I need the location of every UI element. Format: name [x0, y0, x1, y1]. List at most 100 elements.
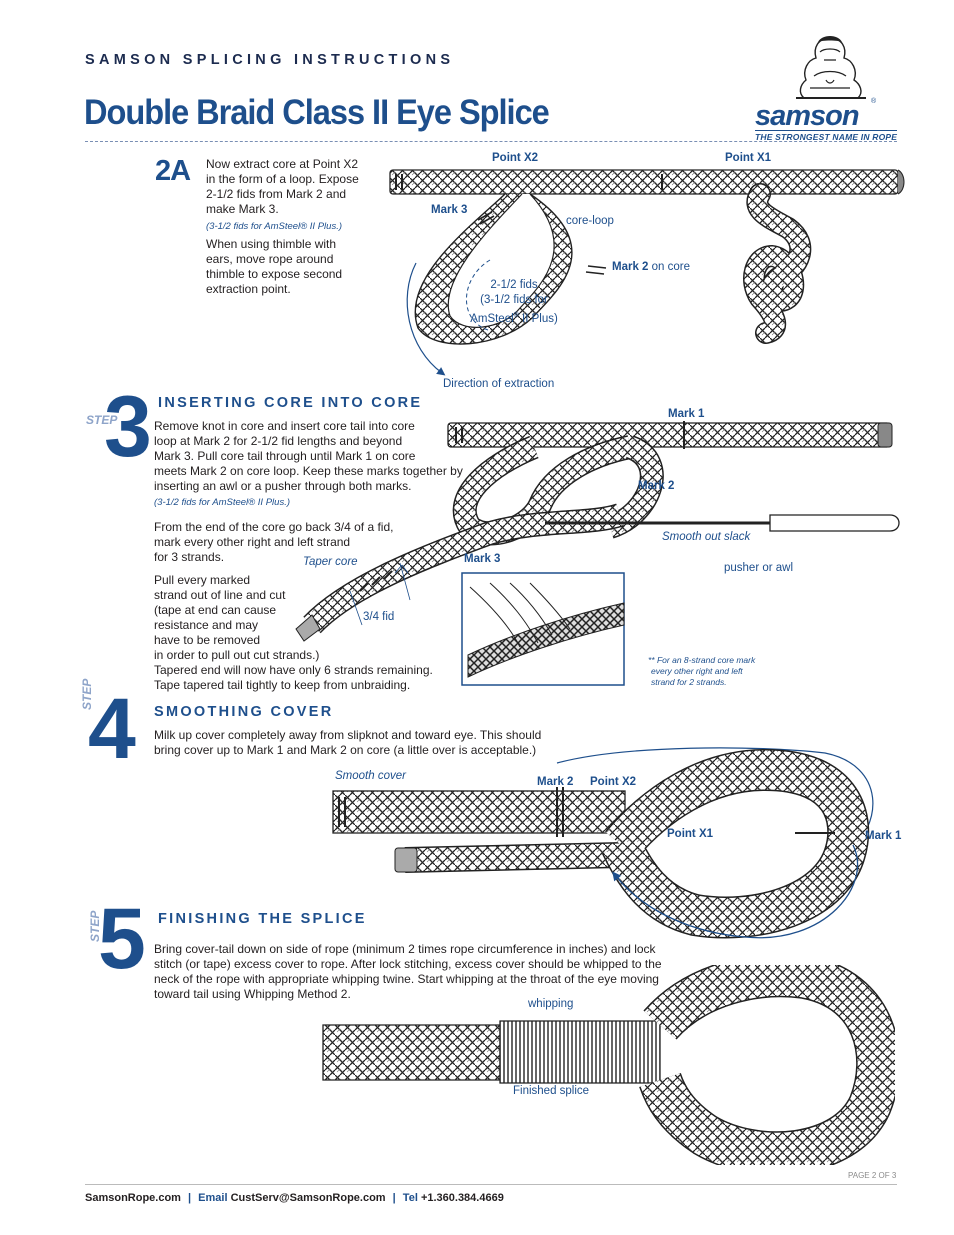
step-3-number: 3	[104, 379, 152, 475]
label-mark-1: Mark 1	[668, 408, 705, 420]
step-3-text: Remove knot in core and insert core tail…	[154, 419, 484, 693]
fid-length-line: 2-1/2 fids	[490, 279, 538, 291]
label-taper-core: Taper core	[303, 556, 358, 568]
label-finished-splice: Finished splice	[513, 1085, 590, 1097]
step-5-number: 5	[98, 891, 146, 987]
label-whipping: whipping	[528, 998, 574, 1010]
amsteel-text: AmSteel	[470, 312, 514, 325]
step-3-line: (tape at end can cause	[154, 603, 277, 617]
step-4-heading: SMOOTHING COVER	[154, 704, 334, 720]
footer-separator: |	[392, 1192, 396, 1204]
label-mark-1: Mark 1	[865, 830, 902, 842]
footnote-line: every other right and left	[651, 666, 743, 676]
step-3-line: strand out of line and cut	[154, 588, 286, 602]
step-3-line: Remove knot in core and insert core tail…	[154, 419, 415, 433]
label-point-x2: Point X2	[492, 152, 539, 164]
footer-divider	[85, 1184, 897, 1185]
logo-rule	[755, 130, 897, 131]
step-3-line: mark every other right and left strand	[154, 535, 351, 549]
label-point-x1: Point X1	[725, 152, 772, 164]
registered-mark: ®	[513, 312, 519, 319]
step-3-line: meets Mark 2 on core loop. Keep these ma…	[154, 464, 463, 478]
step-3-line: have to be removed	[154, 633, 261, 647]
step-3-line: Tapered end will now have only 6 strands…	[154, 663, 433, 677]
website-link[interactable]: SamsonRope.com	[85, 1192, 181, 1204]
document-kicker: SAMSON SPLICING INSTRUCTIONS	[85, 52, 455, 68]
step-2a-line: thimble to expose second	[206, 267, 343, 281]
step-2a-line: extraction point.	[206, 282, 291, 296]
step-3-note: (3-1/2 fids for AmSteel® II Plus.)	[154, 497, 290, 508]
step-5-line: stitch (or tape) excess cover to rope. A…	[154, 957, 662, 971]
label-point-x2: Point X2	[590, 776, 637, 788]
step-3-paragraph-2: From the end of the core go back 3/4 of …	[154, 520, 484, 565]
step-4-number: 4	[88, 681, 136, 777]
step-2a-line: Now extract core at Point X2	[206, 157, 359, 171]
step-2a-line: 2-1/2 fids from Mark 2 and	[206, 187, 347, 201]
email-link[interactable]: CustServ@SamsonRope.com	[230, 1192, 386, 1204]
step-5-line: Bring cover-tail down on side of rope (m…	[154, 942, 656, 956]
step-2a-text: Now extract core at Point X2 in the form…	[206, 157, 386, 297]
step-3-paragraph-1: Remove knot in core and insert core tail…	[154, 419, 484, 494]
step-5-text: Bring cover-tail down on side of rope (m…	[154, 942, 694, 1002]
step-3-line: inserting an awl or a pusher through bot…	[154, 479, 412, 493]
step-4-paragraph: Milk up cover completely away from slipk…	[154, 728, 614, 758]
step-2a-line: make Mark 3.	[206, 202, 279, 216]
step-3-line: Mark 3. Pull core tail through until Mar…	[154, 449, 416, 463]
logo-tagline: THE STRONGEST NAME IN ROPE	[755, 132, 898, 142]
step-2a-line: in the form of a loop. Expose	[206, 172, 359, 186]
label-core-loop: core-loop	[566, 215, 614, 227]
fid-length-line: (3-1/2 fids for	[480, 294, 548, 306]
step-3-line: Pull every marked	[154, 573, 251, 587]
label-mark-3: Mark 3	[464, 553, 501, 565]
step-3-tag: STEP	[86, 413, 118, 427]
label-smooth-out-slack: Smooth out slack	[662, 531, 751, 543]
tel-label: Tel	[402, 1192, 418, 1204]
step-5-heading: FINISHING THE SPLICE	[158, 911, 367, 927]
step-3-line: loop at Mark 2 for 2-1/2 fid lengths and…	[154, 434, 403, 448]
step-3-line: resistance and may	[154, 618, 259, 632]
step-3-footnote: ** For an 8-strand core mark every other…	[648, 655, 755, 688]
header-divider	[85, 141, 897, 142]
label-mark-2-on-core: Mark 2 on core	[612, 261, 690, 273]
step-2a-illustration	[389, 169, 905, 376]
phone-link[interactable]: +1.360.384.4669	[420, 1192, 504, 1204]
page-title: Double Braid Class II Eye Splice	[84, 93, 550, 132]
footnote-line: strand for 2 strands.	[651, 677, 727, 687]
ii-plus-text: II Plus)	[518, 312, 558, 325]
step-3-line: From the end of the core go back 3/4 of …	[154, 520, 394, 534]
logo-registered-mark: ®	[871, 98, 877, 105]
step-4-text: Milk up cover completely away from slipk…	[154, 728, 614, 758]
label-3-4-fid: 3/4 fid	[363, 611, 395, 623]
step-4-line: Milk up cover completely away from slipk…	[154, 728, 542, 742]
email-label: Email	[198, 1192, 228, 1204]
step-5-paragraph: Bring cover-tail down on side of rope (m…	[154, 942, 694, 1002]
samson-logo-wordmark: samson	[755, 100, 860, 132]
step-2a-note: (3-1/2 fids for AmSteel® II Plus.)	[206, 221, 342, 232]
step-3-line: in order to pull out cut strands.)	[154, 648, 320, 662]
footer-contact: SamsonRope.com | Email CustServ@SamsonRo…	[85, 1192, 504, 1204]
label-mark-2: Mark 2	[537, 776, 574, 788]
fid-length-line: AmSteel® II Plus)	[464, 308, 564, 327]
on-core-text: on core	[651, 261, 690, 273]
step-5-line: toward tail using Whipping Method 2.	[154, 987, 351, 1001]
step-3-heading: INSERTING CORE INTO CORE	[158, 395, 423, 411]
step-2a-line: ears, move rope around	[206, 252, 334, 266]
label-point-x1: Point X1	[667, 828, 714, 840]
label-pusher-or-awl: pusher or awl	[724, 562, 794, 574]
samson-mascot-logo-icon	[796, 36, 866, 99]
label-fid-length: 2-1/2 fids (3-1/2 fids for AmSteel® II P…	[464, 278, 564, 327]
step-4-line: bring cover up to Mark 1 and Mark 2 on c…	[154, 743, 537, 757]
step-2a-line: When using thimble with	[206, 237, 337, 251]
step-2a-number: 2A	[155, 155, 191, 187]
step-3-illustration	[295, 421, 900, 686]
step-4-illustration	[332, 747, 874, 939]
label-mark-2: Mark 2	[638, 480, 675, 492]
step-5-line: neck of the rope with appropriate whippi…	[154, 972, 659, 986]
mark-2-text: Mark 2	[612, 261, 649, 273]
label-mark-3: Mark 3	[431, 204, 468, 216]
footer-separator: |	[188, 1192, 192, 1204]
label-direction-of-extraction: Direction of extraction	[443, 378, 555, 390]
page-number: PAGE 2 OF 3	[848, 1171, 897, 1180]
step-3-line: Tape tapered tail tightly to keep from u…	[154, 678, 411, 692]
